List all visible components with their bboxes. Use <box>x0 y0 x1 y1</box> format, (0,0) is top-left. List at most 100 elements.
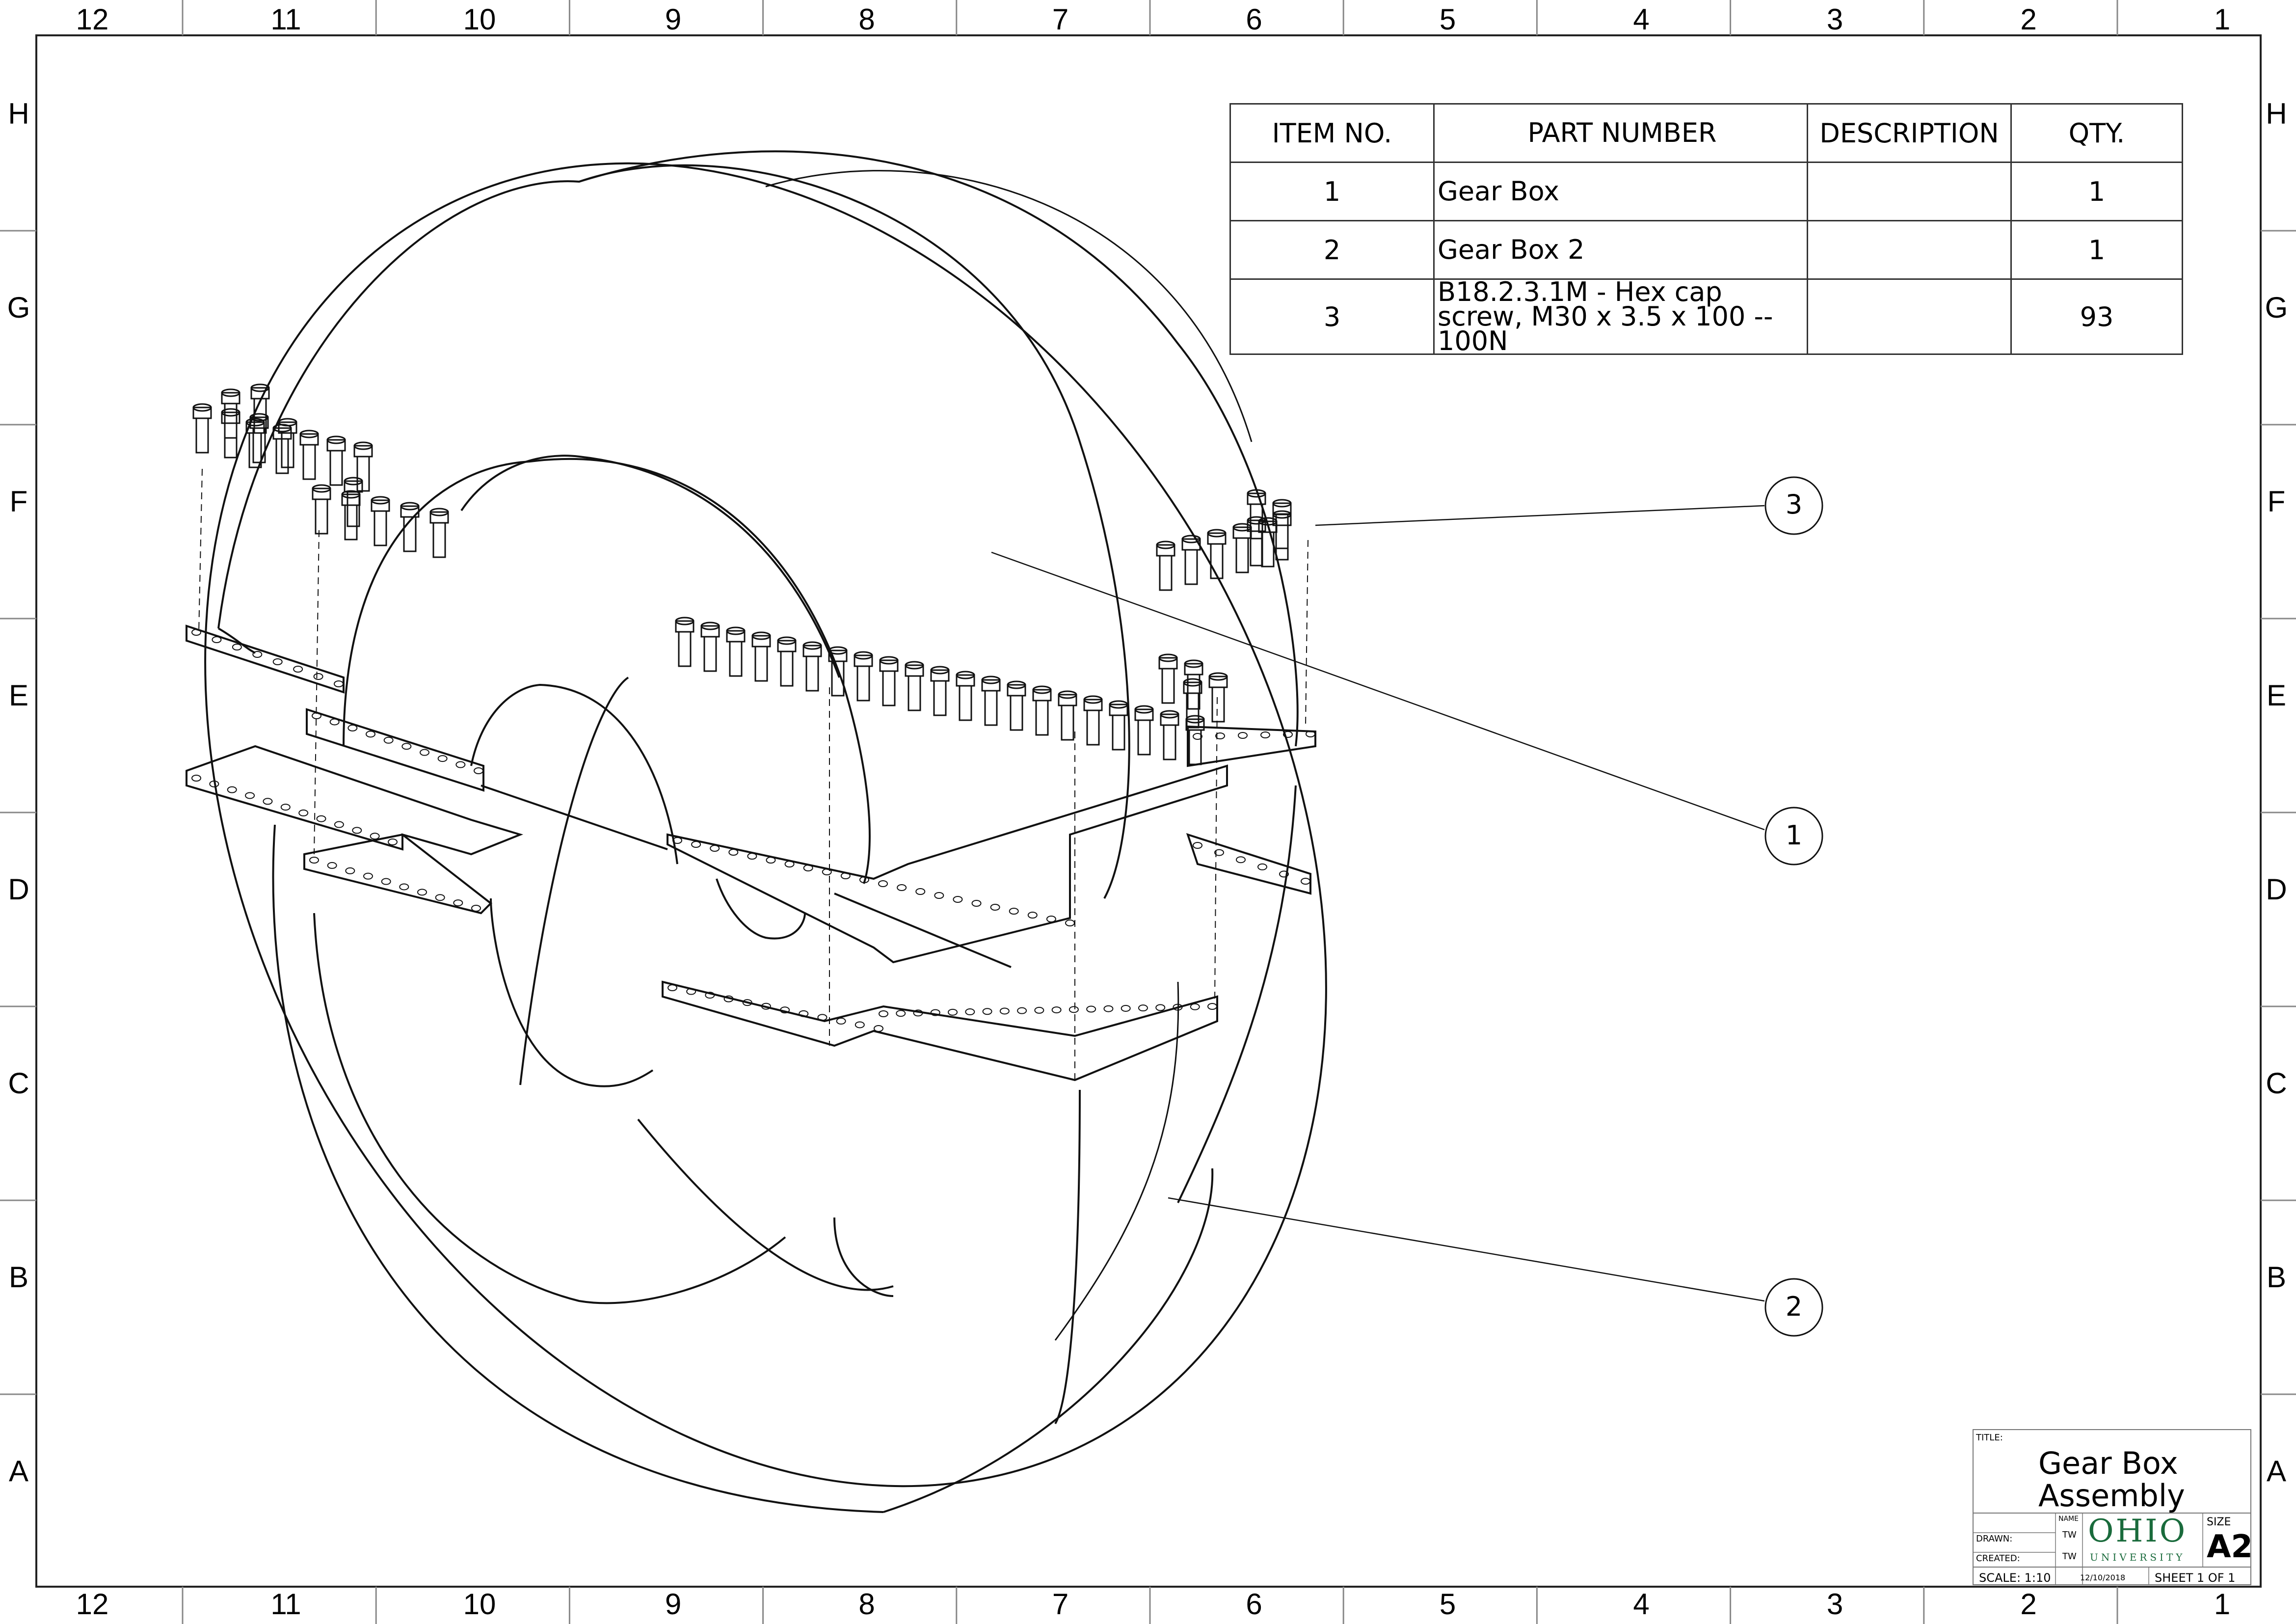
bolt-hole <box>1306 731 1315 737</box>
bolt-hole <box>1279 870 1289 878</box>
bolt-hole <box>388 839 398 845</box>
hex-cap-screw <box>1272 499 1292 549</box>
created-by: TW <box>2062 1551 2077 1562</box>
zone-row-label-right: C <box>2266 1067 2287 1100</box>
hex-cap-screw <box>1156 541 1175 591</box>
bolt-hole <box>1068 1006 1079 1013</box>
hex-cap-screw <box>956 671 975 721</box>
scale: SCALE: 1:10 <box>1979 1571 2051 1585</box>
zone-row-label-right: H <box>2266 97 2287 130</box>
hex-cap-screw <box>1032 685 1052 736</box>
bolt-hole <box>803 865 813 871</box>
zone-row-label-right: G <box>2265 291 2288 324</box>
hex-cap-screw <box>1007 680 1026 731</box>
balloon-label: 3 <box>1785 489 1803 520</box>
hex-cap-screw <box>1109 700 1128 751</box>
bom-item-no: 1 <box>1229 162 1435 221</box>
bom-item-no: 3 <box>1229 278 1435 355</box>
bom-header-item-no: ITEM NO. <box>1229 103 1435 163</box>
bolt-hole <box>1257 863 1267 870</box>
bolt-hole <box>836 1017 846 1025</box>
zone-column-label-top: 12 <box>76 3 109 36</box>
bom-row: 1 Gear Box 1 <box>1229 162 2183 221</box>
bolt-hole <box>1236 856 1246 864</box>
hex-cap-screw <box>245 418 265 468</box>
bolt-hole <box>1103 1005 1114 1012</box>
bolt-hole <box>859 876 869 883</box>
hex-cap-screw <box>299 430 319 480</box>
bill-of-materials-table: ITEM NO. PART NUMBER DESCRIPTION QTY. 1 … <box>1229 103 2183 355</box>
bolt-hole <box>1017 1007 1027 1014</box>
bolt-hole <box>1190 1003 1200 1010</box>
bom-header-qty: QTY. <box>2010 103 2183 163</box>
zone-column-label-top: 7 <box>1052 3 1069 36</box>
hex-cap-screw <box>371 496 390 546</box>
bolt-hole <box>965 1008 975 1016</box>
bolt-hole <box>1121 1004 1131 1012</box>
bolt-hole <box>1034 1006 1044 1014</box>
bolt-hole <box>854 1021 865 1029</box>
zone-row-label-left: H <box>8 97 29 130</box>
bolt-hole <box>420 749 429 756</box>
zone-column-label-bottom: 3 <box>1826 1588 1843 1621</box>
bolt-hole <box>879 1010 888 1017</box>
bom-item-no: 2 <box>1229 220 1435 280</box>
bolt-hole <box>990 904 1000 911</box>
zone-row-label-left: B <box>8 1261 29 1294</box>
bom-part-number: B18.2.3.1M - Hex cap screw, M30 x 3.5 x … <box>1433 278 1808 355</box>
bolt-hole <box>363 872 373 880</box>
bolt-hole <box>298 809 309 816</box>
bolt-hole <box>747 853 757 860</box>
zone-column-label-top: 8 <box>858 3 875 36</box>
bolt-hole <box>313 673 323 680</box>
bolt-hole <box>212 636 222 643</box>
gear-box-1-part <box>217 150 1299 1425</box>
hex-cap-screw <box>1181 535 1201 585</box>
bolt-hole <box>822 868 832 875</box>
bolt-hole <box>232 644 242 650</box>
bolt-hole <box>263 798 273 805</box>
bom-part-number: Gear Box 2 <box>1433 220 1808 280</box>
bolt-hole <box>471 905 481 912</box>
hex-cap-screw <box>1247 489 1266 540</box>
bolt-hole <box>1260 731 1270 738</box>
hex-cap-screw <box>700 622 720 672</box>
bolt-hole <box>316 815 326 822</box>
bolt-hole <box>334 821 344 828</box>
inner-border <box>35 34 2262 1588</box>
bolt-hole <box>710 845 720 852</box>
zone-column-label-top: 3 <box>1826 3 1843 36</box>
zone-column-label-bottom: 1 <box>2214 1588 2231 1621</box>
hex-cap-screws <box>192 383 1292 765</box>
size-label: SIZE <box>2207 1516 2231 1528</box>
hex-cap-screw <box>429 508 449 558</box>
zone-row-label-left: F <box>9 485 28 518</box>
hex-cap-screw <box>192 403 212 454</box>
title-block: TITLE: Gear Box Assembly NAME DRAWN: TW … <box>1972 1429 2253 1586</box>
zone-row-label-left: A <box>8 1455 29 1488</box>
sheet-size: A2 <box>2207 1529 2253 1565</box>
zone-column-label-top: 5 <box>1439 3 1456 36</box>
hex-cap-screw <box>675 617 694 667</box>
hex-cap-screw <box>1183 678 1202 729</box>
zone-column-label-top: 2 <box>2020 3 2037 36</box>
bolt-hole <box>780 1006 790 1014</box>
zone-column-label-top: 1 <box>2214 3 2231 36</box>
hex-cap-screw <box>726 626 746 677</box>
bolt-hole <box>401 743 412 750</box>
drawn-label: DRAWN: <box>1976 1534 2013 1544</box>
title-label: TITLE: <box>1976 1433 2003 1443</box>
zone-row-label-right: D <box>2266 873 2287 906</box>
balloon-3 <box>1764 476 1823 535</box>
bolt-hole <box>1215 732 1225 739</box>
zone-row-label-left: D <box>8 873 29 906</box>
bolt-hole <box>1155 1004 1166 1011</box>
gear-box-2-part <box>204 162 1327 1513</box>
bom-description <box>1807 162 2012 221</box>
bolt-hole <box>913 1009 923 1017</box>
zone-row-label-right: A <box>2266 1455 2287 1488</box>
bolt-hole <box>191 629 201 636</box>
bolt-hole <box>245 792 255 799</box>
flanges <box>186 624 1316 1082</box>
